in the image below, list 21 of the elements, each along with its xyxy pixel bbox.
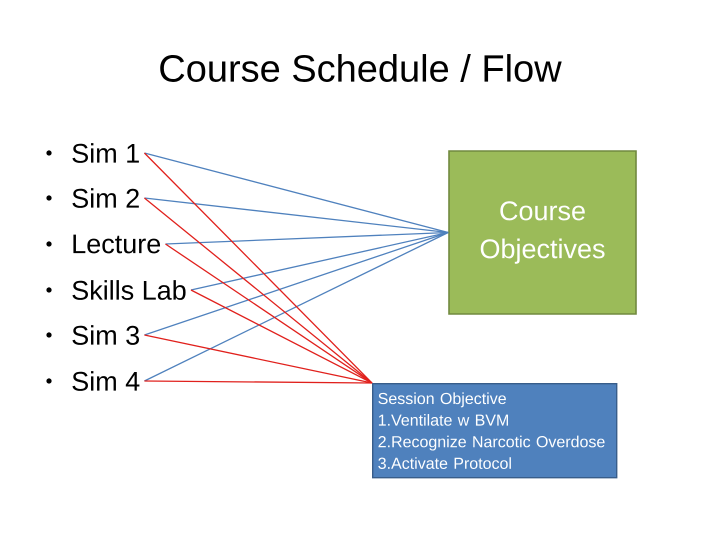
connector-line bbox=[144, 334, 372, 384]
title: Course Schedule / Flow bbox=[160, 54, 562, 82]
connector-line bbox=[144, 197, 448, 234]
connector-line bbox=[190, 289, 372, 384]
connector-line bbox=[165, 232, 448, 245]
connector-line bbox=[144, 198, 372, 384]
list-item: Lecture bbox=[73, 234, 160, 254]
connector-line bbox=[144, 152, 448, 234]
list-item: Sim 4 bbox=[72, 371, 140, 391]
connector-line bbox=[165, 243, 372, 384]
list-item: Skills Lab bbox=[72, 280, 186, 300]
connector-line bbox=[190, 232, 448, 291]
list-item: Sim 1 bbox=[72, 143, 139, 163]
connector-line bbox=[144, 380, 372, 384]
list-item: Sim 2 bbox=[72, 188, 139, 208]
connector-line bbox=[144, 232, 448, 382]
connector-line bbox=[144, 152, 372, 384]
connector-line bbox=[144, 232, 448, 336]
objective-box: Session Objective 1.Ventilate w BVM 2.Recognize Narcotic Overdose 3.Activate Protocol bbox=[372, 383, 618, 478]
objective-box: Course Objectives bbox=[448, 150, 637, 315]
list-item: Sim 3 bbox=[72, 325, 139, 345]
